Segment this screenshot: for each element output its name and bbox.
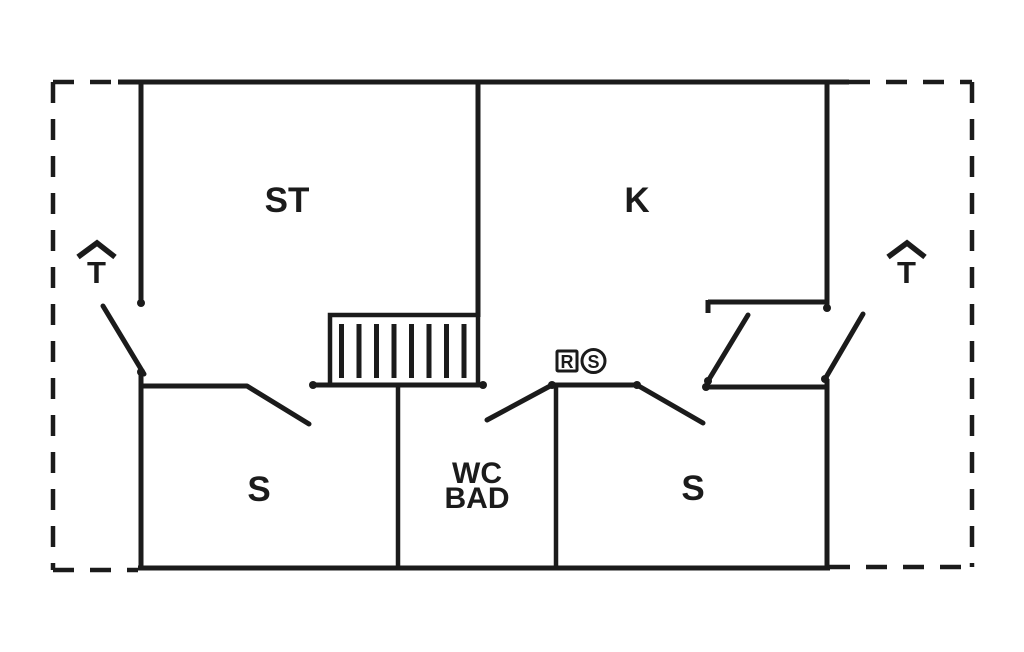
marker-s-circle: S: [580, 348, 607, 374]
room-labels: ST K S WC BAD S: [247, 181, 704, 515]
room-label-s-left: S: [247, 470, 270, 509]
terrace-boundary: [50, 79, 975, 573]
wall-end-cap: [479, 381, 487, 389]
door-s-right: [634, 382, 706, 426]
room-label-bad: BAD: [445, 482, 510, 515]
doors: [100, 303, 866, 427]
wall-end-caps: [137, 299, 831, 391]
stairs: [327, 312, 481, 388]
wall-end-cap: [548, 381, 556, 389]
square-symbol-icon: [555, 349, 579, 373]
door-entrance-left: [100, 303, 147, 377]
marker-r-label: R: [561, 352, 574, 372]
terrace-chevron-icon: [886, 239, 927, 260]
terrace-chevron-icon: [76, 239, 117, 260]
room-label-wc: WC: [452, 457, 502, 490]
stairs-outline: [327, 312, 481, 388]
door-hinge-dot: [821, 375, 829, 383]
terrace-marker-left: T: [76, 239, 117, 290]
terrace-label-right: T: [897, 255, 916, 290]
exterior-walls: [118, 79, 849, 571]
room-label-s-right: S: [681, 469, 704, 508]
wall-end-cap: [633, 381, 641, 389]
door-s-left: [244, 383, 312, 427]
wall-end-cap: [823, 304, 831, 312]
terrace-label-left: T: [87, 255, 106, 290]
terrace-marker-right: T: [886, 239, 927, 290]
door-hinge-dot: [704, 377, 712, 385]
room-label-k: K: [624, 181, 649, 220]
wall-end-cap: [137, 368, 145, 376]
marker-r-box: R: [555, 349, 579, 373]
door-entrance-right: [822, 311, 866, 382]
wall-end-cap: [137, 299, 145, 307]
marker-s-label: S: [587, 352, 599, 372]
wall-end-cap: [309, 381, 317, 389]
door-wc: [484, 382, 555, 423]
room-label-st: ST: [265, 181, 310, 220]
circle-symbol-icon: [580, 348, 607, 374]
door-vestibule: [705, 312, 751, 384]
